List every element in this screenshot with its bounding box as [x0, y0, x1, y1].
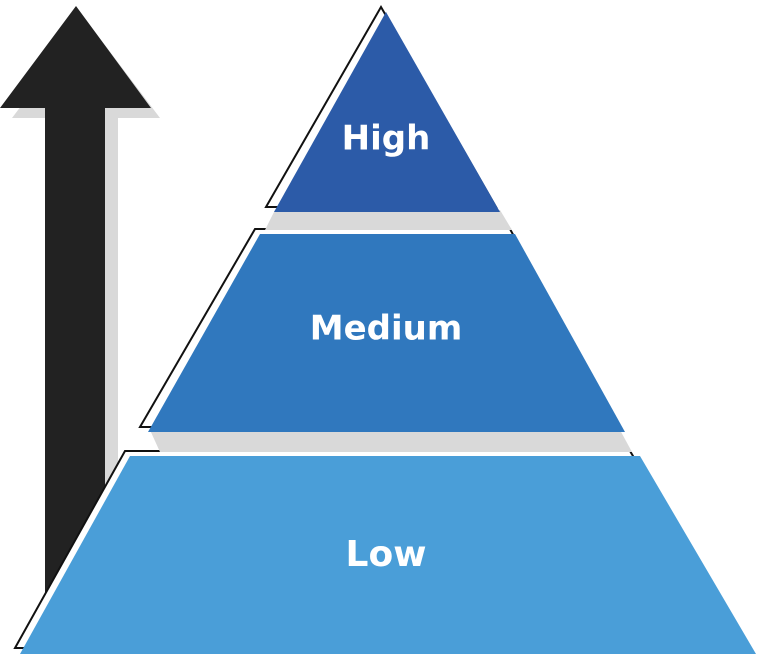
- tier-medium-label: Medium: [310, 309, 463, 349]
- tier-medium-shape: [148, 234, 625, 432]
- tier-low-shape: [20, 456, 756, 654]
- tier-low: Low: [13, 450, 756, 654]
- tier-high: High: [264, 4, 500, 212]
- tier-high-shape: [274, 12, 500, 212]
- tier-low-label: Low: [346, 534, 427, 575]
- up-arrow-shape: [0, 6, 151, 610]
- tier-medium: Medium: [138, 228, 625, 432]
- tier-high-shadow: [265, 210, 512, 230]
- tier-high-label: High: [342, 119, 431, 159]
- tier-medium-shadow: [150, 430, 632, 452]
- up-arrow: [0, 6, 160, 610]
